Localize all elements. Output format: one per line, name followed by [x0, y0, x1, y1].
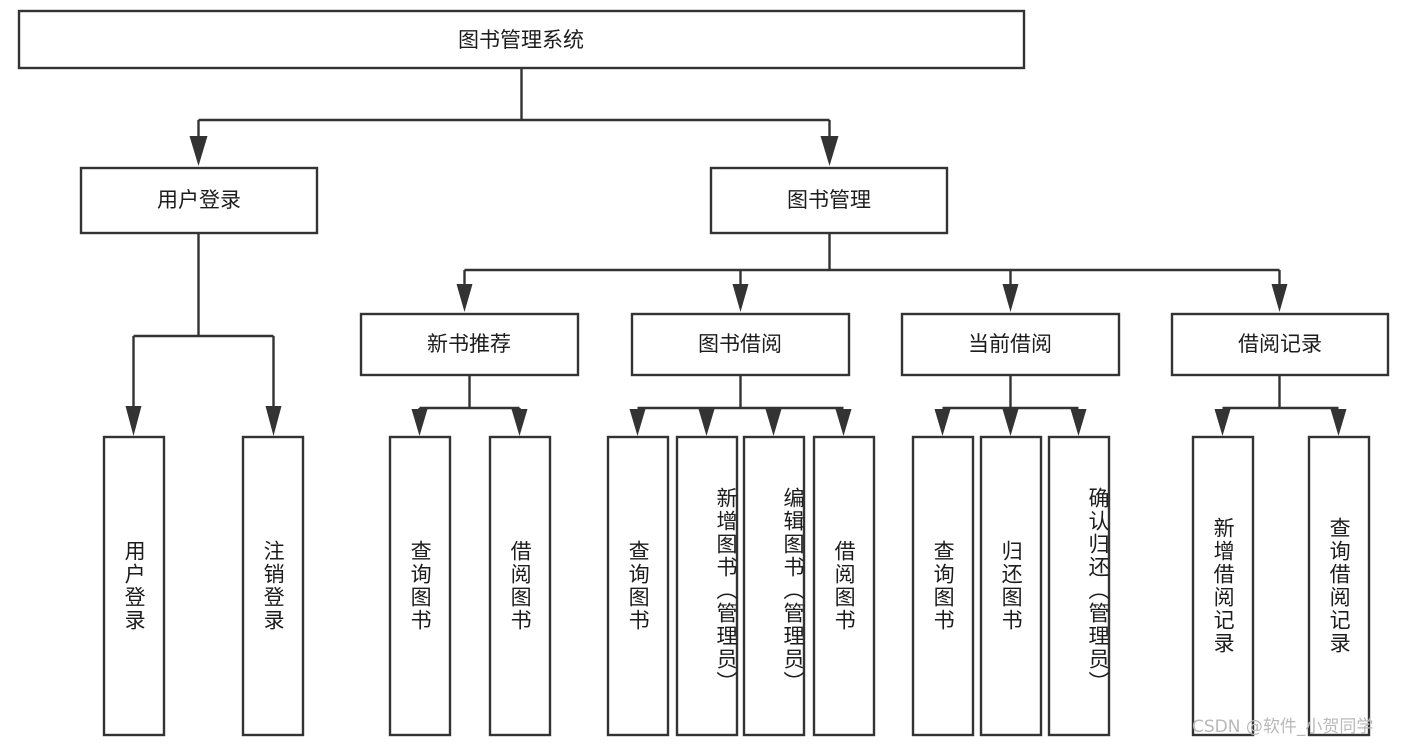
node-borrow-record[interactable]: 借阅记录	[1170, 312, 1390, 377]
leaf-user-login-box[interactable]	[102, 435, 166, 737]
new-book-recommend-label: 新书推荐	[427, 332, 511, 356]
current-borrow-label: 当前借阅	[968, 332, 1052, 356]
arrowhead-leaf-query-book-2	[629, 409, 646, 436]
arrowhead-leaf-query-book-1	[411, 409, 428, 436]
leaf-logout-login-box[interactable]	[241, 435, 305, 737]
leaf-add-record-box[interactable]	[1191, 435, 1255, 737]
leaf-query-record-box[interactable]	[1307, 435, 1371, 737]
arrowhead-borrow-record	[1271, 284, 1288, 312]
leaf-query-book-2-box[interactable]	[606, 435, 670, 737]
leaf-query-book-1-box[interactable]	[388, 435, 452, 737]
leaf-borrow-book-1-box[interactable]	[488, 435, 552, 737]
borrow-record-box[interactable]	[1170, 312, 1390, 377]
user-login-box[interactable]	[79, 166, 319, 235]
user-login-label: 用户登录	[157, 188, 241, 212]
leaf-query-book-3-box[interactable]	[911, 435, 975, 737]
arrowhead-leaf-logout	[265, 406, 282, 436]
borrow-record-label: 借阅记录	[1238, 332, 1322, 356]
node-book-borrow[interactable]: 图书借阅	[630, 312, 851, 377]
arrowhead-leaf-return-book	[1002, 409, 1019, 436]
connectors-current-borrow-to-leaves	[934, 375, 1087, 436]
arrowhead-leaf-add-record	[1214, 409, 1231, 436]
node-book-manage[interactable]: 图书管理	[709, 166, 949, 235]
node-current-borrow[interactable]: 当前借阅	[900, 312, 1121, 377]
arrowhead-leaf-query-record	[1330, 409, 1347, 436]
arrowhead-book-manage	[820, 136, 839, 166]
csdn-watermark: CSDN @软件_小贺同学	[1192, 717, 1374, 737]
connectors-book-borrow-to-leaves	[629, 375, 852, 436]
leaf-edit-book-box[interactable]	[742, 435, 806, 737]
connectors-book-manage-to-level3	[456, 233, 1288, 312]
arrowhead-book-borrow	[732, 284, 749, 312]
leaf-return-book-box[interactable]	[979, 435, 1043, 737]
leaf-boxes	[102, 435, 1371, 737]
book-manage-label: 图书管理	[787, 188, 871, 212]
root-label: 图书管理系统	[458, 28, 584, 52]
node-new-book-recommend[interactable]: 新书推荐	[359, 312, 580, 377]
leaf-add-book-box[interactable]	[675, 435, 739, 737]
book-borrow-box[interactable]	[630, 312, 851, 377]
leaf-confirm-return-box[interactable]	[1047, 435, 1111, 737]
arrowhead-user-login	[189, 136, 208, 166]
arrowhead-new-book	[456, 284, 473, 312]
new-book-recommend-box[interactable]	[359, 312, 580, 377]
connectors-new-book-to-leaves	[411, 375, 528, 436]
connectors-borrow-record-to-leaves	[1214, 375, 1347, 436]
node-user-login[interactable]: 用户登录	[79, 166, 319, 235]
leaf-borrow-book-2-box[interactable]	[812, 435, 876, 737]
arrowhead-current-borrow	[1002, 284, 1019, 312]
book-manage-box[interactable]	[709, 166, 949, 235]
arrowhead-leaf-confirm-return	[1070, 409, 1087, 436]
arrowhead-leaf-user-login	[125, 406, 142, 436]
connectors-user-login-to-leaves	[125, 233, 282, 436]
current-borrow-box[interactable]	[900, 312, 1121, 377]
arrowhead-leaf-borrow-book-2	[835, 409, 852, 436]
arrowhead-leaf-add-book	[698, 409, 715, 436]
arrowhead-leaf-query-book-3	[934, 409, 951, 436]
root-box[interactable]	[17, 9, 1026, 70]
node-root[interactable]: 图书管理系统	[17, 9, 1026, 70]
arrowhead-leaf-borrow-book-1	[511, 409, 528, 436]
book-borrow-label: 图书借阅	[698, 332, 782, 356]
arrowhead-leaf-edit-book	[765, 409, 782, 436]
connectors-root-to-level2	[189, 68, 839, 166]
